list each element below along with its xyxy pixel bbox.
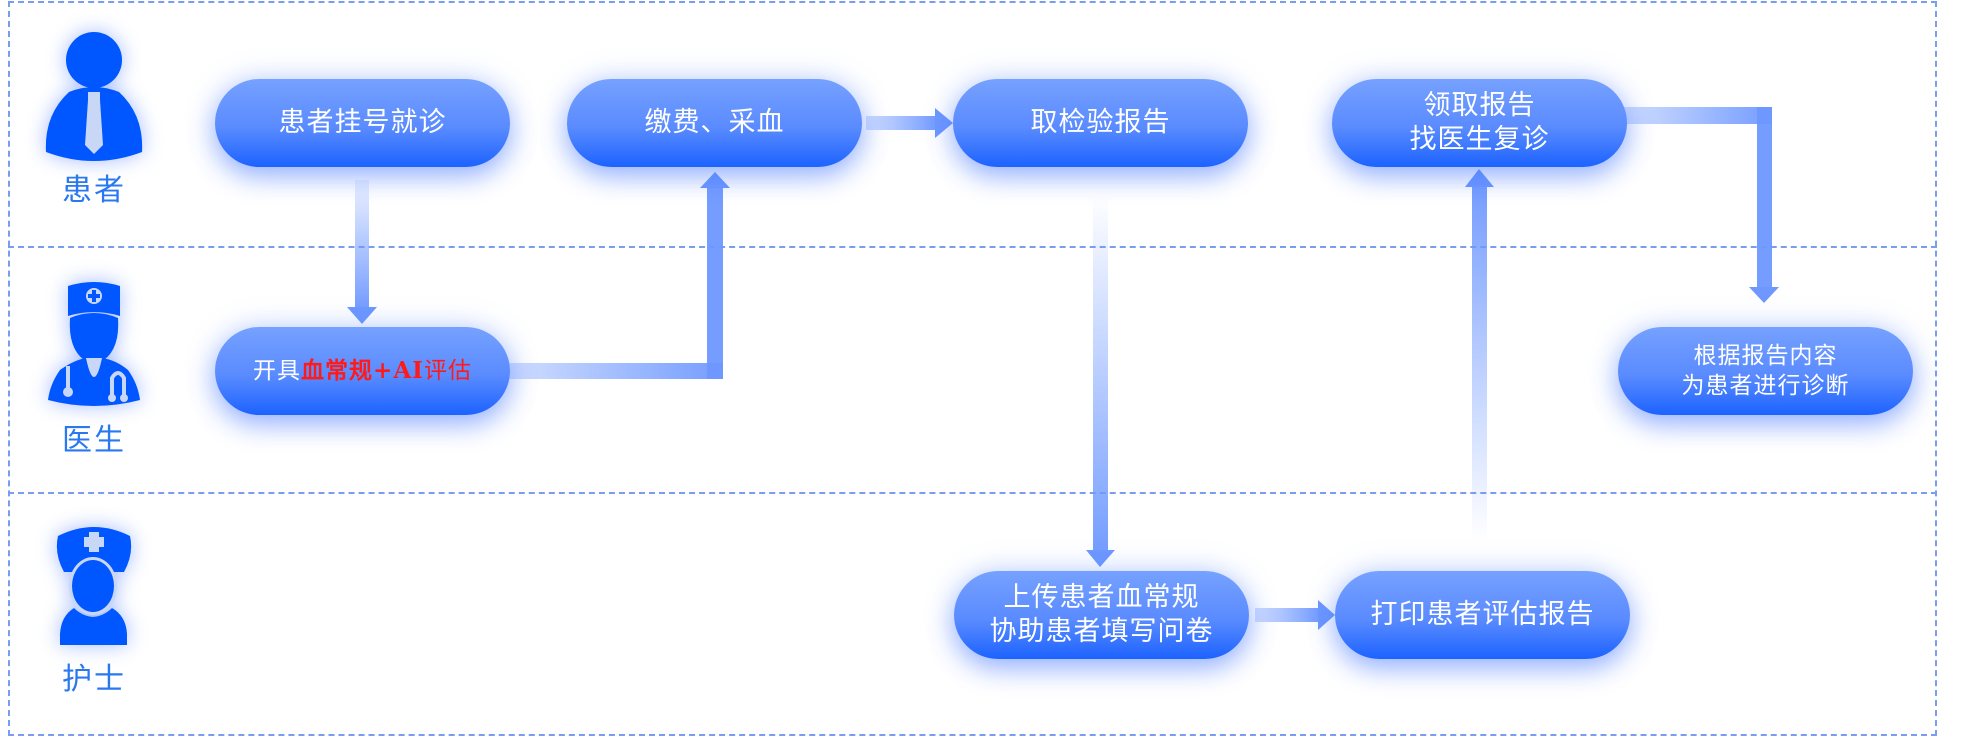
node-diagnose-line-1: 根据报告内容 <box>1693 343 1838 369</box>
arrow-review-to-diagnose <box>1620 107 1779 303</box>
lane-label-nurse: 护士 <box>62 662 126 697</box>
node-review-line-1: 领取报告 <box>1423 90 1536 121</box>
nurse-icon <box>56 527 132 645</box>
node-get-report-text: 取检验报告 <box>1030 107 1171 138</box>
swimlane-frame <box>8 1 1937 736</box>
node-print-report[interactable]: 打印患者评估报告 <box>1335 571 1630 659</box>
node-upload-line-2: 协助患者填写问卷 <box>989 616 1214 647</box>
arrow-pay-to-get-report <box>866 108 953 138</box>
node-register[interactable]: 患者挂号就诊 <box>215 79 510 167</box>
node-review-line-2: 找医生复诊 <box>1409 124 1550 155</box>
lane-divider <box>8 246 1937 248</box>
node-upload-line-1: 上传患者血常规 <box>1003 582 1200 613</box>
arrow-order-to-pay <box>505 172 730 379</box>
node-order-test[interactable]: 开具血常规+AI评估 <box>215 327 510 415</box>
lane-patient: 患者 <box>24 20 164 240</box>
node-review[interactable]: 领取报告 找医生复诊 <box>1332 79 1627 167</box>
node-pay-blood-draw[interactable]: 缴费、采血 <box>567 79 862 167</box>
node-order-text: 开具血常规+AI评估 <box>253 356 472 386</box>
doctor-icon <box>48 282 140 406</box>
arrow-get-report-to-upload <box>1086 195 1115 567</box>
lane-label-patient: 患者 <box>62 173 126 208</box>
lane-divider <box>8 492 1937 494</box>
node-get-report[interactable]: 取检验报告 <box>953 79 1248 167</box>
arrow-upload-to-print <box>1255 600 1335 630</box>
node-upload[interactable]: 上传患者血常规 协助患者填写问卷 <box>954 571 1249 659</box>
node-order-highlight: 血常规+AI <box>301 357 424 384</box>
node-diagnose-line-2: 为患者进行诊断 <box>1681 373 1850 399</box>
lane-label-doctor: 医生 <box>62 423 126 458</box>
lane-nurse: 护士 <box>24 520 164 730</box>
node-order-prefix: 开具 <box>253 358 302 384</box>
node-register-text: 患者挂号就诊 <box>278 107 447 138</box>
lane-doctor: 医生 <box>24 270 164 490</box>
patient-icon <box>45 32 143 161</box>
node-order-suffix: 评估 <box>423 358 472 384</box>
arrow-print-to-review <box>1465 169 1494 540</box>
node-pay-text: 缴费、采血 <box>644 107 785 138</box>
node-diagnose[interactable]: 根据报告内容 为患者进行诊断 <box>1618 327 1913 415</box>
node-print-text: 打印患者评估报告 <box>1370 599 1595 630</box>
arrow-register-to-order <box>347 180 377 324</box>
